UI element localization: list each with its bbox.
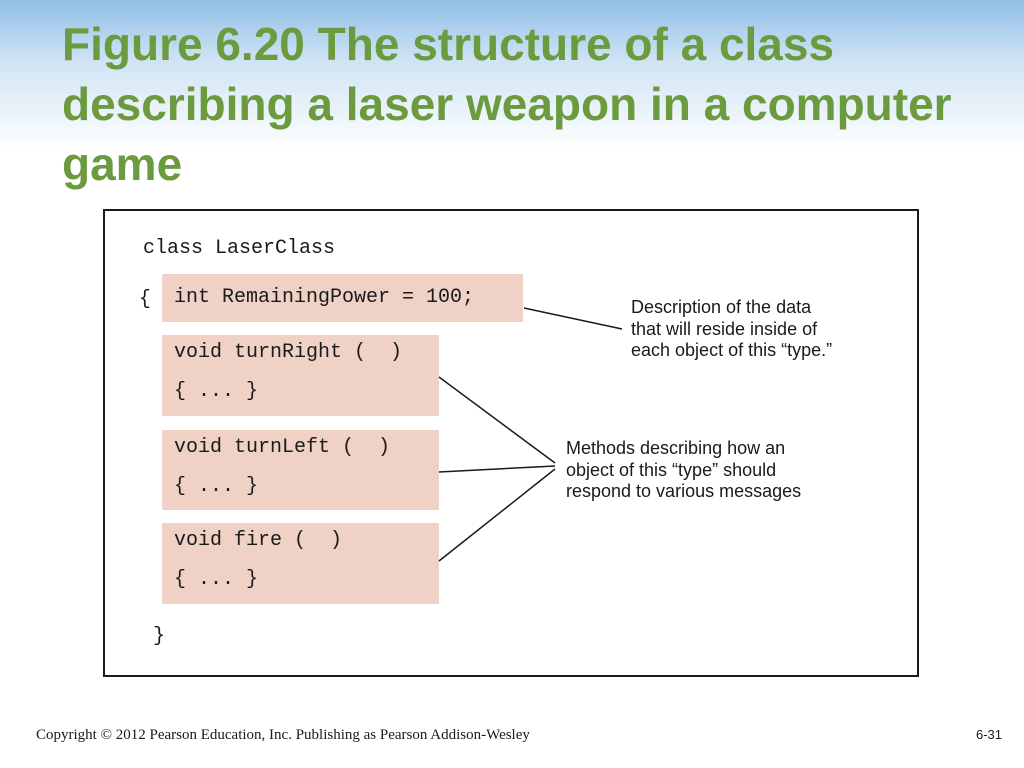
data-annotation: Description of the data that will reside… [631, 297, 833, 360]
method-connector-line [438, 468, 556, 562]
methods-annotation: Methods describing how an object of this… [566, 438, 802, 501]
footer-copyright: Copyright © 2012 Pearson Education, Inc.… [36, 727, 530, 743]
method-body: { ... } [174, 475, 259, 498]
method-box-turn-right: void turnRight ( ) { ... } [162, 335, 439, 416]
method-body: { ... } [174, 380, 259, 403]
data-member-box: int RemainingPower = 100; [162, 274, 523, 322]
method-box-turn-left: void turnLeft ( ) { ... } [162, 430, 439, 510]
class-header: class LaserClass [143, 237, 336, 260]
method-signature: void fire ( ) [174, 529, 343, 552]
connector-lines [438, 307, 623, 562]
method-signature: void turnLeft ( ) [174, 436, 391, 459]
close-brace: } [153, 625, 166, 648]
open-brace: { [139, 288, 152, 311]
method-connector-line [438, 465, 556, 473]
page-number: 6-31 [975, 727, 1002, 742]
method-connector-line [438, 376, 556, 464]
class-structure-figure: class LaserClass { int RemainingPower = … [103, 209, 919, 677]
slide-title: Figure 6.20 The structure of a class des… [62, 18, 952, 190]
method-body: { ... } [174, 568, 259, 591]
method-signature: void turnRight ( ) [174, 341, 403, 364]
data-member-code: int RemainingPower = 100; [174, 286, 475, 309]
method-box-fire: void fire ( ) { ... } [162, 523, 439, 604]
data-connector-line [523, 307, 623, 330]
